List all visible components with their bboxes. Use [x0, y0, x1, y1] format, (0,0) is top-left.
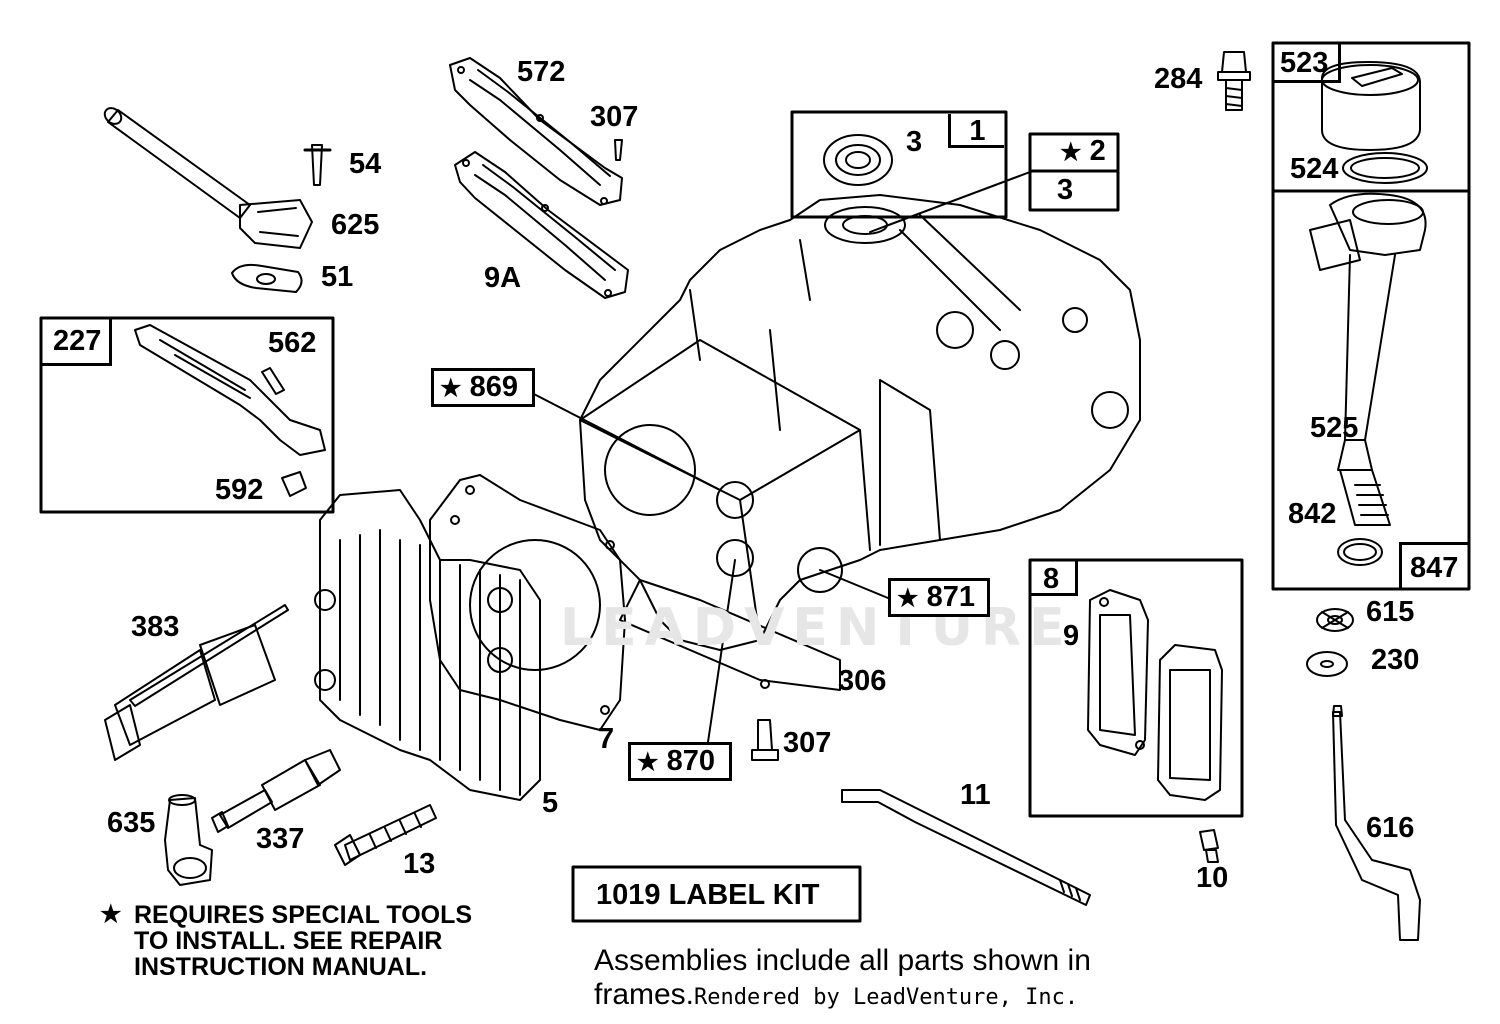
note-line-3: INSTRUCTION MANUAL. [134, 953, 428, 981]
callout-7: 7 [598, 723, 615, 755]
spark-plug-boot-part [164, 794, 213, 886]
crankcase-block-part [579, 194, 1141, 691]
callout-54: 54 [349, 148, 382, 180]
washer-parts [1306, 608, 1354, 677]
dipstick-part [1332, 705, 1421, 941]
bolt-307-part [751, 719, 779, 761]
special-tools-note: ★ REQUIRES SPECIAL TOOLS TO INSTALL. SEE… [100, 901, 473, 981]
head-bolt-part [334, 804, 437, 866]
callout-230: 230 [1371, 644, 1420, 676]
starter-tool-part [104, 604, 289, 761]
callout-307-top: 307 [590, 101, 639, 133]
callout-284: 284 [1154, 63, 1203, 95]
assemblies-footnote: Assemblies include all parts shown in fr… [594, 944, 1091, 1015]
note-line-1: REQUIRES SPECIAL TOOLS [134, 901, 473, 929]
star-icon: ★ [440, 375, 462, 402]
frame-label-kit [571, 865, 862, 923]
callout-625: 625 [331, 209, 380, 241]
callout-842: 842 [1288, 498, 1337, 530]
frame-1 [790, 110, 1008, 219]
callout-847: 847 [1399, 542, 1469, 589]
callout-525: 525 [1310, 412, 1359, 444]
callout-870-number: 870 [666, 745, 715, 777]
callout-870: ★ 870 [628, 742, 732, 781]
callout-227: 227 [41, 318, 112, 366]
rendered-by-credit: Rendered by LeadVenture, Inc. [694, 985, 1079, 1010]
callout-9: 9 [1063, 620, 1080, 652]
callout-383: 383 [131, 611, 180, 643]
callout-572: 572 [517, 56, 566, 88]
callout-5: 5 [542, 787, 559, 819]
callout-2-number: 2 [1089, 135, 1106, 167]
footnote-line-1: Assemblies include all parts shown in [594, 944, 1091, 977]
callout-871: ★ 871 [888, 578, 990, 617]
governor-lever-part [134, 324, 326, 497]
dipstick-tube-part [1309, 192, 1427, 526]
head-gasket-part [429, 474, 626, 731]
callout-523: 523 [1273, 43, 1341, 83]
callout-10: 10 [1196, 862, 1229, 894]
spark-plug-part [211, 749, 341, 833]
frame-227 [39, 316, 335, 514]
callout-869-number: 869 [469, 371, 518, 403]
footnote-line-2: frames. [594, 978, 695, 1011]
watermark: LEADVENTURE [560, 598, 1073, 658]
callout-592: 592 [215, 474, 264, 506]
callout-337: 337 [256, 823, 305, 855]
star-icon: ★ [897, 585, 919, 612]
callout-871-number: 871 [926, 581, 975, 613]
cylinder-head-part [314, 489, 541, 801]
breather-tube-part [103, 107, 332, 293]
frame-8 [1028, 558, 1244, 818]
label-kit-title: 1019 LABEL KIT [596, 879, 820, 911]
breather-cover-part [1087, 589, 1223, 863]
oil-seal-part [823, 134, 893, 186]
bolt-284-part [1217, 51, 1251, 111]
callout-8: 8 [1030, 560, 1078, 596]
star-icon: ★ [100, 901, 122, 928]
callout-3-frame: 3 [1057, 174, 1074, 206]
callout-869: ★ 869 [431, 368, 535, 407]
callout-51: 51 [321, 261, 354, 293]
callout-615: 615 [1366, 596, 1415, 628]
callout-1: 1 [948, 114, 1004, 148]
callout-307-bottom: 307 [783, 727, 832, 759]
star-icon: ★ [637, 749, 659, 776]
callout-524: 524 [1290, 153, 1339, 185]
breather-tube-11-part [841, 789, 1091, 906]
o-ring-842 [1337, 538, 1383, 566]
callout-616: 616 [1366, 812, 1415, 844]
callout-306: 306 [838, 665, 887, 697]
callout-11: 11 [960, 779, 991, 811]
callout-13: 13 [403, 848, 436, 880]
callout-3-seal: 3 [906, 126, 923, 158]
callout-2: ★ 2 [1060, 137, 1106, 166]
frame-847 [1271, 189, 1471, 591]
note-line-2: TO INSTALL. SEE REPAIR [134, 927, 443, 955]
callout-562: 562 [268, 327, 317, 359]
callout-635: 635 [107, 807, 156, 839]
valve-cover-gaskets [449, 57, 629, 299]
callout-9a: 9A [484, 262, 522, 294]
star-icon: ★ [1060, 139, 1082, 166]
